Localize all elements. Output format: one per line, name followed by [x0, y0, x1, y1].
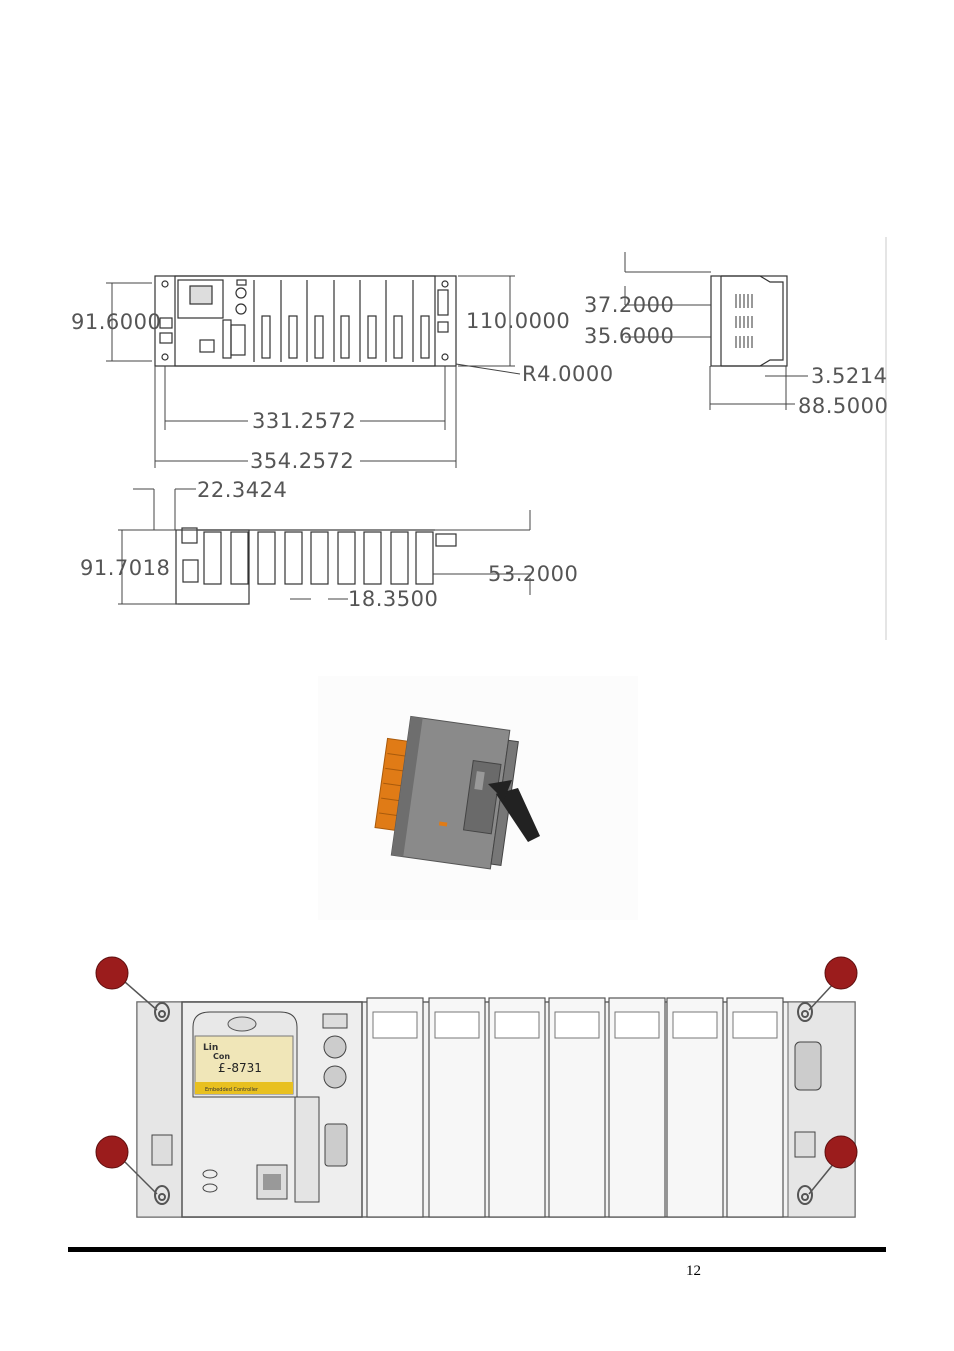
module-insertion-photo [318, 676, 638, 920]
model-number: -8731 [227, 1061, 262, 1075]
dim-front-height-right: 110.0000 [466, 309, 571, 333]
dim-front-height: 91.6000 [71, 310, 162, 334]
brand-line1: Lin [203, 1043, 218, 1053]
dim-side-offset-top: 37.2000 [584, 293, 675, 317]
page-number: 12 [686, 1263, 701, 1279]
dim-outer-width: 354.2572 [250, 449, 355, 473]
front-view [154, 275, 457, 367]
footer-rule [68, 1247, 886, 1252]
dim-side-offset-mid: 35.6000 [584, 324, 675, 348]
dim-side-depth: 88.5000 [798, 394, 889, 418]
controller-svg: Lin Con £ -8731 Embedded Controller [95, 956, 858, 1218]
label-strip: Embedded Controller [205, 1087, 259, 1093]
mount-hole-icons [154, 1002, 814, 1205]
dim-bottom-height: 91.7018 [80, 556, 171, 580]
module-svg [374, 715, 540, 870]
dim-bottom-slot-pitch: 18.3500 [348, 587, 439, 611]
insert-arrow-icon [488, 780, 540, 842]
dim-bottom-slot-height: 53.2000 [488, 562, 579, 586]
marker-icons [95, 956, 858, 1169]
dim-bottom-left-offset: 22.3424 [197, 478, 288, 502]
dimension-drawing: 91.6000 110.0000 R4.0000 331.2572 354.25… [0, 0, 954, 660]
model-prefix: £ [218, 1061, 226, 1075]
drawing-svg [106, 237, 887, 640]
side-view [710, 275, 788, 367]
dim-inner-width: 331.2572 [252, 409, 357, 433]
controller-front-photo: Lin Con £ -8731 Embedded Controller [95, 952, 863, 1224]
brand-line2: Con [213, 1052, 230, 1061]
dim-radius: R4.0000 [522, 362, 614, 386]
dim-side-rail: 3.5214 [811, 364, 888, 388]
